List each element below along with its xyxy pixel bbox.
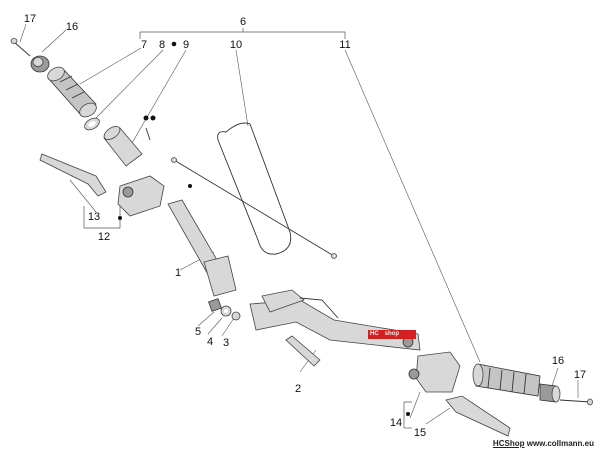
callout-11: 11 — [339, 39, 350, 51]
badge-shop-text: shop — [384, 331, 400, 337]
group-bracket-12 — [83, 206, 121, 229]
master-cylinder-12 — [117, 175, 165, 220]
throttle-tube-9 — [103, 115, 156, 167]
callout-17-right: 17 — [574, 369, 586, 381]
callout-15: 15 — [414, 427, 426, 439]
ring-8 — [84, 117, 100, 131]
brake-lever-13 — [39, 153, 107, 197]
brake-lever-15 — [445, 395, 511, 437]
screw-17-right — [559, 398, 593, 406]
screw-17-left — [10, 38, 31, 57]
steering-column-1 — [167, 199, 237, 297]
marker-dot — [171, 41, 177, 47]
handlebar — [249, 289, 421, 351]
master-cylinder-14 — [406, 351, 461, 416]
leader-lines — [19, 23, 579, 425]
callout-13: 13 — [88, 211, 100, 223]
callout-16-right: 16 — [552, 355, 564, 367]
callout-8: 8 — [159, 39, 165, 51]
callout-9: 9 — [183, 39, 189, 51]
callout-4: 4 — [207, 336, 213, 348]
callout-10: 10 — [230, 39, 242, 51]
callout-labels: 17 16 6 7 8 9 10 11 1 13 12 5 4 3 2 14 1… — [24, 13, 586, 439]
callout-12: 12 — [98, 231, 110, 243]
bolt-5 — [208, 298, 222, 312]
throttle-cable-10 — [217, 122, 292, 255]
washer-4 — [220, 305, 232, 317]
badge-hc-text: HC — [370, 331, 379, 337]
footer-credit: HCShop www.collmann.eu — [493, 439, 594, 448]
callout-6: 6 — [240, 16, 246, 28]
footer-brand[interactable]: HCShop — [492, 439, 525, 448]
callout-1: 1 — [175, 267, 181, 279]
callout-14: 14 — [390, 417, 402, 429]
callout-7: 7 — [141, 39, 147, 51]
shop-watermark-badge: HC shop — [368, 330, 416, 339]
callout-3: 3 — [223, 337, 229, 349]
cable-11 — [171, 157, 337, 259]
callout-5: 5 — [195, 326, 201, 338]
bar-end-weight-16-left — [30, 55, 50, 73]
bolt-2 — [285, 335, 321, 367]
group-bracket-14 — [403, 401, 412, 429]
callout-17-left: 17 — [24, 13, 36, 25]
bar-end-weight-16-right — [539, 383, 561, 403]
grip-7-left — [47, 66, 97, 118]
callout-16-left: 16 — [66, 21, 78, 33]
footer-url[interactable]: www.collmann.eu — [526, 439, 594, 448]
grip-right — [472, 363, 541, 397]
group-bracket-6 — [139, 28, 346, 39]
nut-3 — [231, 311, 241, 321]
callout-2: 2 — [295, 383, 301, 395]
